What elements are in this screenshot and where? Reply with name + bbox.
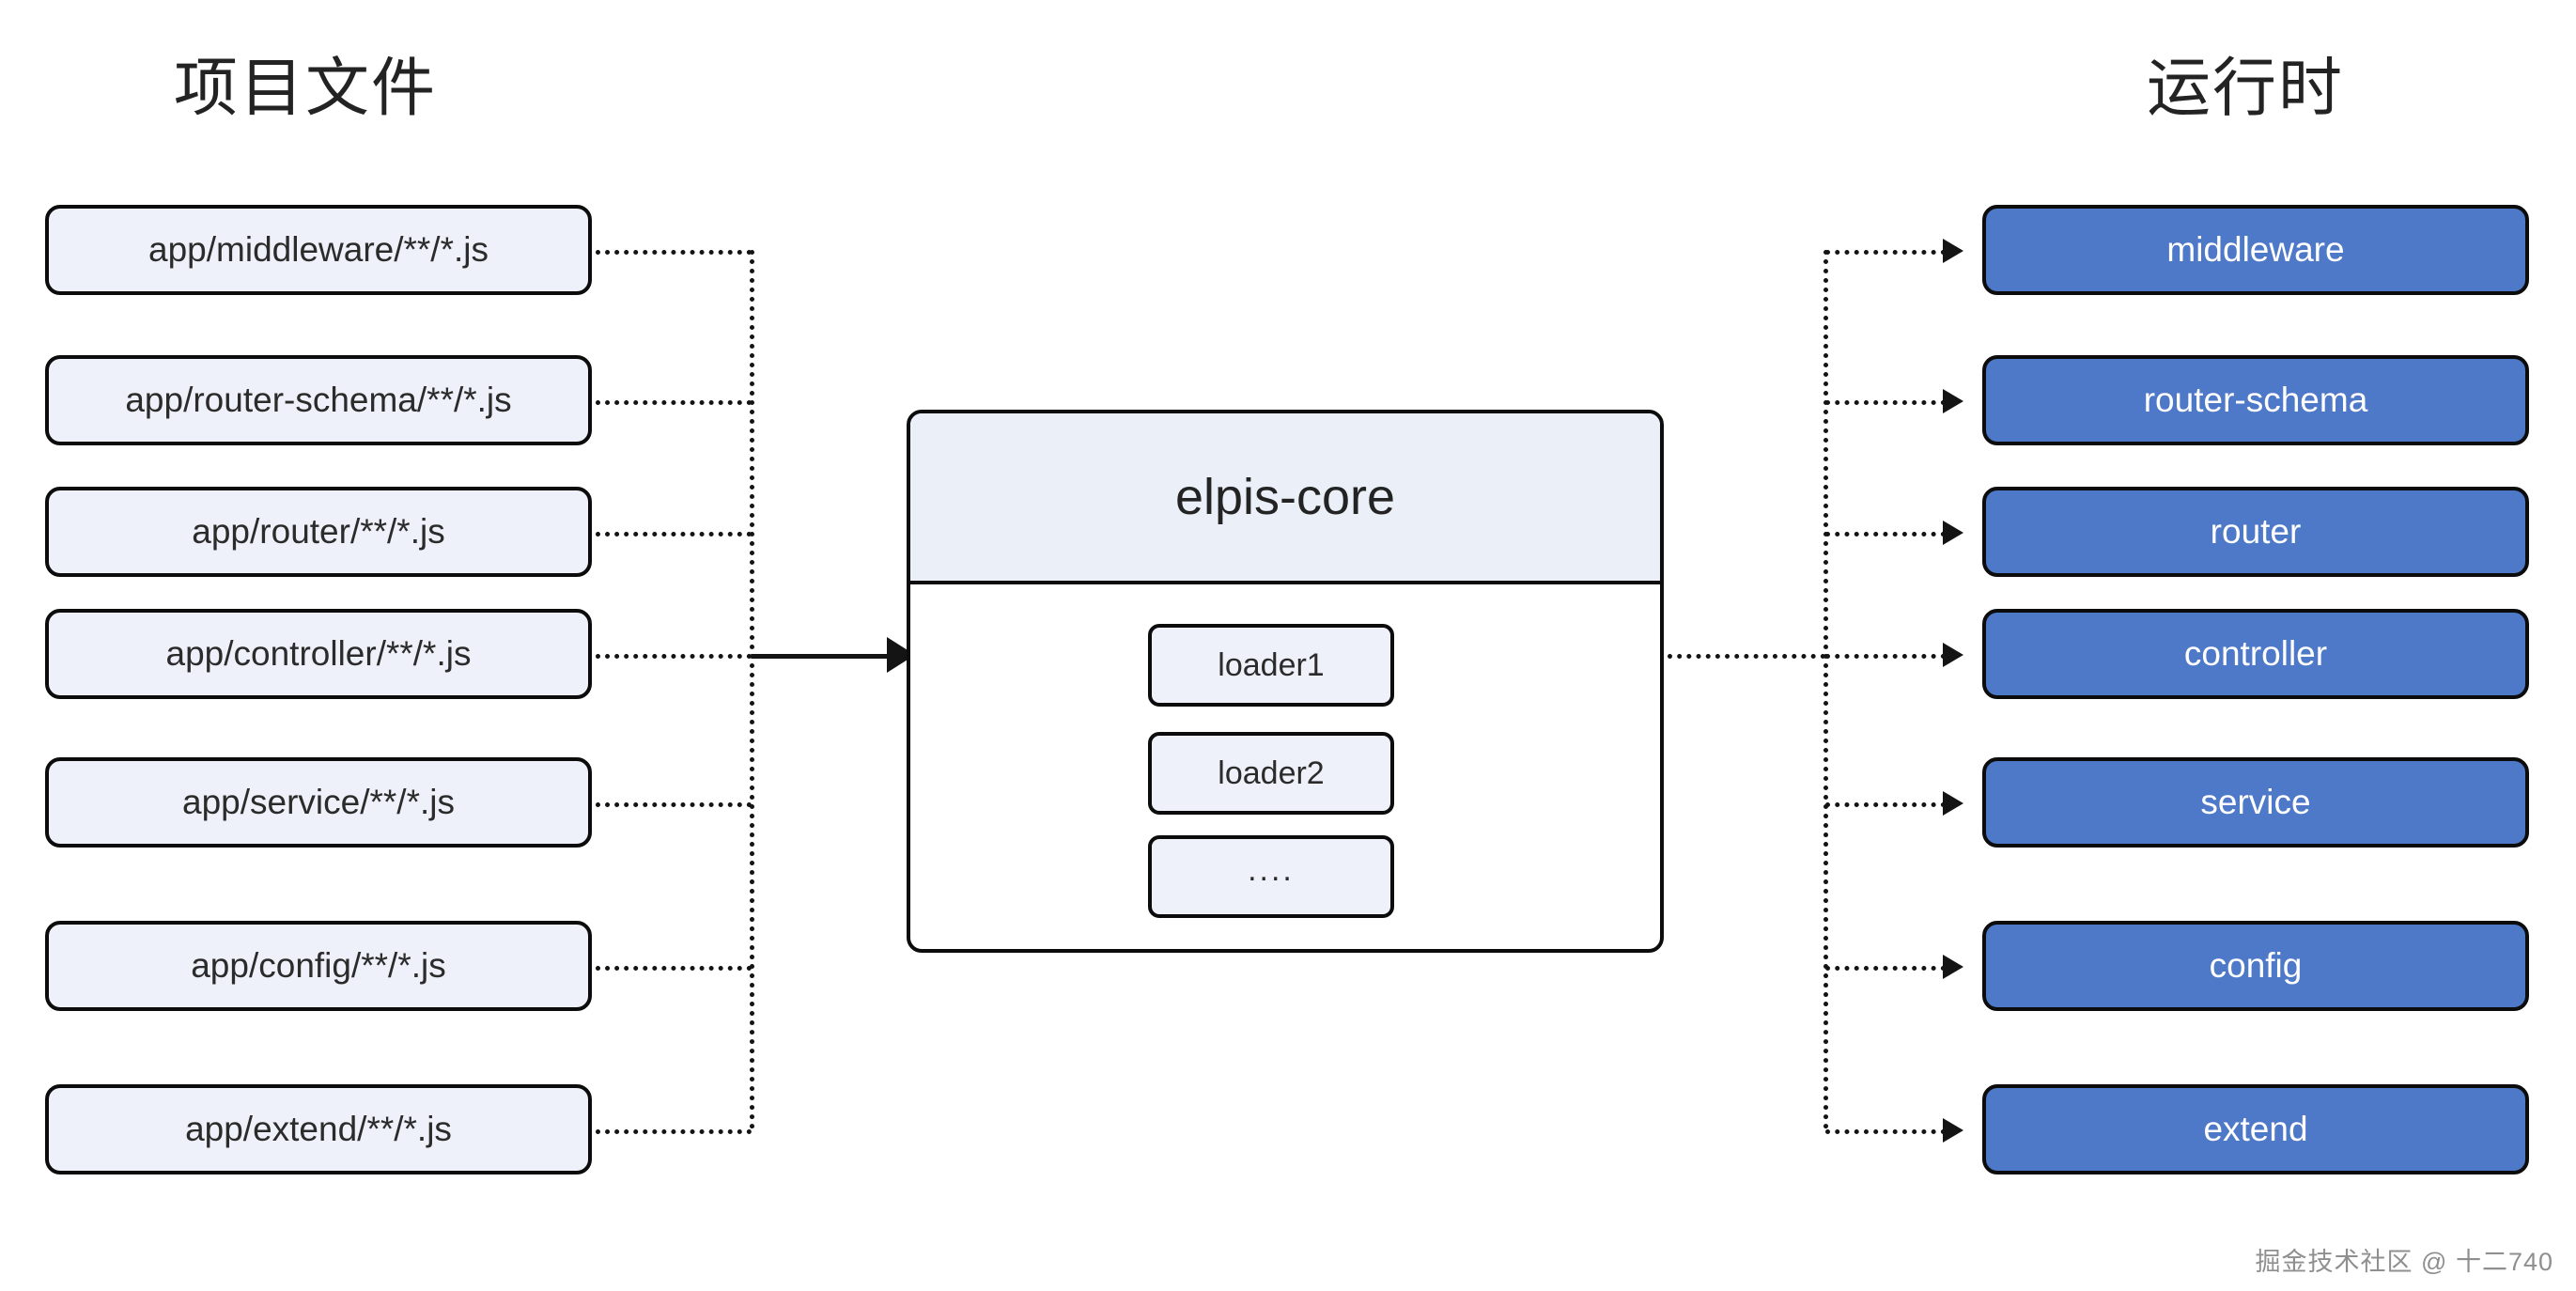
loader-node-2[interactable]: loader2 xyxy=(1148,732,1394,815)
arrowhead-right-5 xyxy=(1943,791,1963,816)
connector-left-1 xyxy=(596,250,752,255)
loader-node-more[interactable]: .... xyxy=(1148,835,1394,918)
runtime-node-router-schema[interactable]: router-schema xyxy=(1982,355,2529,445)
loader-node-label: loader2 xyxy=(1218,754,1325,791)
file-node-controller[interactable]: app/controller/**/*.js xyxy=(45,609,592,699)
runtime-node-extend[interactable]: extend xyxy=(1982,1084,2529,1174)
runtime-node-service[interactable]: service xyxy=(1982,757,2529,848)
file-node-label: app/router/**/*.js xyxy=(192,512,445,551)
runtime-node-label: controller xyxy=(2183,634,2328,673)
arrowhead-right-6 xyxy=(1943,955,1963,979)
core-node-body: loader1 loader2 .... xyxy=(910,584,1660,949)
file-node-router-schema[interactable]: app/router-schema/**/*.js xyxy=(45,355,592,445)
file-node-middleware[interactable]: app/middleware/**/*.js xyxy=(45,205,592,295)
core-node-elpis-core[interactable]: elpis-core loader1 loader2 .... xyxy=(907,410,1664,953)
arrowhead-right-1 xyxy=(1943,239,1963,263)
connector-right-2 xyxy=(1825,400,1946,405)
runtime-node-label: router-schema xyxy=(2143,381,2368,419)
arrowhead-right-4 xyxy=(1943,643,1963,667)
page-title-runtime: 运行时 xyxy=(2147,53,2345,124)
file-node-config[interactable]: app/config/**/*.js xyxy=(45,921,592,1011)
runtime-node-middleware[interactable]: middleware xyxy=(1982,205,2529,295)
connector-right-1 xyxy=(1825,250,1946,255)
connector-left-2 xyxy=(596,400,752,405)
runtime-node-label: service xyxy=(2200,783,2311,821)
connector-right-4 xyxy=(1825,654,1946,659)
watermark: 掘金技术社区 @ 十二740 xyxy=(2255,1248,2553,1276)
connector-left-5 xyxy=(596,802,752,807)
arrowhead-right-2 xyxy=(1943,389,1963,413)
file-node-label: app/router-schema/**/*.js xyxy=(125,381,512,419)
connector-right-7 xyxy=(1825,1129,1946,1134)
connector-right-6 xyxy=(1825,966,1946,971)
file-node-label: app/middleware/**/*.js xyxy=(148,230,489,269)
runtime-node-config[interactable]: config xyxy=(1982,921,2529,1011)
loader-node-label: loader1 xyxy=(1218,646,1325,683)
connector-core-outflow xyxy=(1668,654,1825,659)
file-node-router[interactable]: app/router/**/*.js xyxy=(45,487,592,577)
connector-right-bus xyxy=(1823,250,1828,1129)
connector-right-3 xyxy=(1825,532,1946,537)
file-node-label: app/config/**/*.js xyxy=(191,946,446,985)
loader-node-1[interactable]: loader1 xyxy=(1148,624,1394,707)
runtime-node-controller[interactable]: controller xyxy=(1982,609,2529,699)
file-node-label: app/service/**/*.js xyxy=(182,783,455,821)
file-node-label: app/controller/**/*.js xyxy=(165,634,472,673)
loader-node-label: .... xyxy=(1248,851,1295,888)
core-node-title: elpis-core xyxy=(910,413,1660,584)
runtime-node-label: extend xyxy=(2203,1110,2308,1148)
arrowhead-right-7 xyxy=(1943,1118,1963,1143)
runtime-node-router[interactable]: router xyxy=(1982,487,2529,577)
file-node-service[interactable]: app/service/**/*.js xyxy=(45,757,592,848)
runtime-node-label: config xyxy=(2209,946,2303,985)
connector-left-7 xyxy=(596,1129,752,1134)
connector-left-bus xyxy=(750,250,754,1129)
connector-left-4 xyxy=(596,654,752,659)
page-title-project-files: 项目文件 xyxy=(174,53,438,124)
connector-core-inflow xyxy=(752,654,898,659)
connector-left-6 xyxy=(596,966,752,971)
connector-left-3 xyxy=(596,532,752,537)
file-node-label: app/extend/**/*.js xyxy=(185,1110,452,1148)
file-node-extend[interactable]: app/extend/**/*.js xyxy=(45,1084,592,1174)
connector-right-5 xyxy=(1825,802,1946,807)
runtime-node-label: middleware xyxy=(2166,230,2345,269)
arrowhead-right-3 xyxy=(1943,521,1963,545)
runtime-node-label: router xyxy=(2210,512,2302,551)
